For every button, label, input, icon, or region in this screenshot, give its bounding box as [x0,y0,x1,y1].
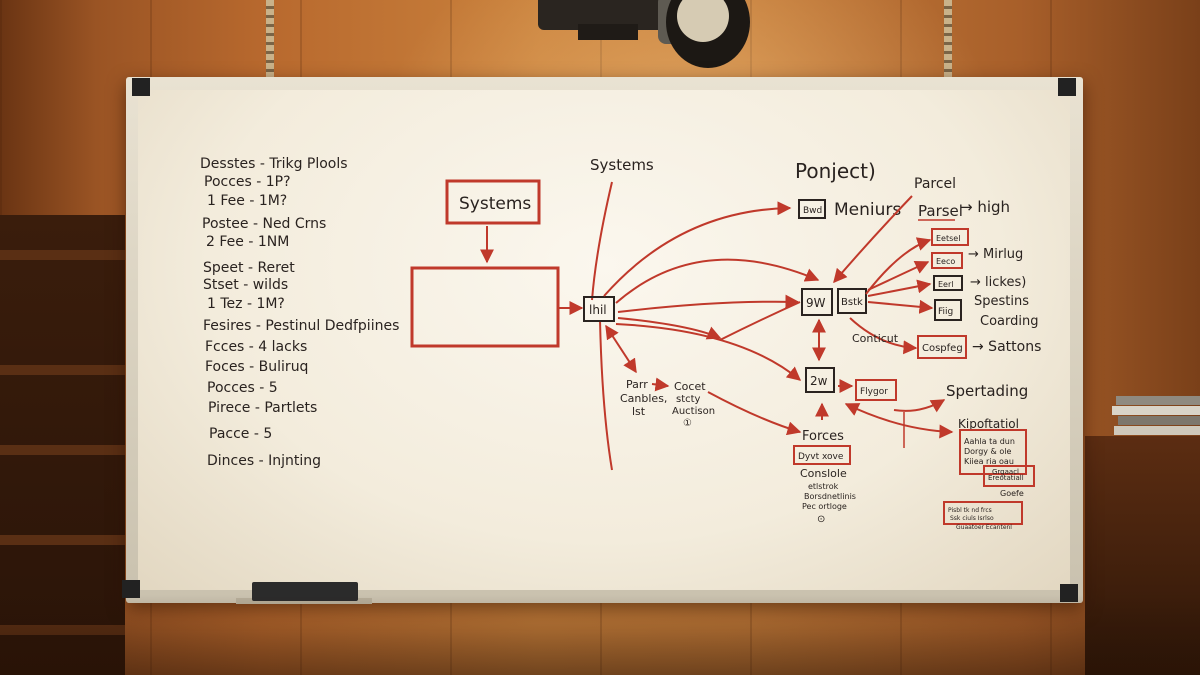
list-item: Pocces - 5 [207,380,278,396]
small-box-label: Eetsel [936,234,960,243]
left-list: Desstes - Trikg Plools Pocces - 1P? 1 Fe… [200,156,399,469]
list-item: Fesires - Pestinul Dedfpiines [203,318,399,334]
node-a [801,288,833,316]
list-item: Fcces - 4 lacks [205,339,307,355]
lower-note-right: stcty [676,394,701,405]
lower-note-right: Cocet [674,380,706,393]
empty-box [410,266,560,348]
project-heading: Ponject) [795,159,876,183]
console-line: ⊙ [817,514,825,525]
menu-label: Meniurs [834,200,901,220]
report-sub-box [983,465,1035,487]
list-item: 1 Fee - 1M? [207,193,287,209]
node-c-label: 2w [810,374,828,388]
forces-box [793,445,851,465]
list-item: Pirece - Partlets [208,400,317,416]
node-b [837,288,867,314]
report-heading: Kipoftatiol [958,417,1019,431]
parcel-top: Parcel [914,176,956,192]
bottom-box-line: Ssk ciuls Isrlso [950,515,994,522]
lower-note: Canbles, [620,392,667,405]
node-b-label: Bstk [841,297,863,308]
hub-node [583,296,615,322]
parcel-label: Parsel [918,202,963,220]
list-item: Desstes - Trikg Plools [200,156,348,172]
report-line: Dorgy & ole [964,447,1011,456]
whiteboard-surface [138,90,1070,590]
corner-clip [122,580,140,598]
list-item: Foces - Buliruq [205,359,308,375]
small-box-label: Eeco [936,257,955,266]
hub-node-label: lhil [589,303,607,317]
small-box [931,252,963,269]
small-box [931,228,969,246]
bottom-box-line: Guaatoer Ecantenl [956,524,1012,531]
book-stack [1112,396,1200,435]
coppfeg-box-label: Cospfeg [922,343,963,354]
report-line: Aahla ta dun [964,437,1015,446]
forces-box-label: Dyvt xove [798,452,844,462]
list-item: Dinces - Injnting [207,453,321,469]
report-line: Grgaacl [992,468,1019,476]
systems-heading: Systems [590,156,654,174]
coppfeg-box [917,335,967,359]
lamp-icon [538,0,750,68]
systems-box-label: Systems [459,194,531,214]
list-item: Pacce - 5 [209,426,272,442]
lower-note: Parr [626,378,648,391]
lower-note: lst [632,405,646,418]
list-item: Postee - Ned Crns [202,216,326,232]
small-box-label: Fiig [938,307,953,317]
corner-clip [132,78,150,96]
list-item: Speet - Reret [203,260,295,276]
forces-label: Forces [802,429,844,444]
flyger-box-label: Flygor [860,387,888,397]
node-a-label: 9W [806,296,826,310]
list-item: 2 Fee - 1NM [206,234,289,250]
chain-icon [266,0,274,88]
small-label: → lickes) [970,275,1026,290]
corner-clip [1058,78,1076,96]
spending-label: Spertading [946,382,1028,400]
coppfeg-label: → Sattons [972,339,1041,355]
bottom-box-line: Pisbl tk nd frcs [948,507,992,514]
menu-box-label: Bwd [803,206,822,216]
report-line: Kiiea ria oau [964,457,1014,466]
small-label: → Mirlug [968,247,1023,262]
small-label: Coarding [980,314,1038,329]
console-line: Borsdnetlinis [804,492,856,501]
list-item: 1 Tez - 1M? [207,296,285,312]
node-c [805,367,835,393]
bottom-box [943,501,1023,525]
report-box [959,429,1027,475]
report-line: Ereotatiall [988,474,1024,482]
chain-icon [944,0,952,88]
systems-box [445,179,541,225]
lower-note-right: Auctison [672,406,715,417]
console-line: Conslole [800,467,847,480]
list-item: Stset - wilds [203,277,288,293]
menu-box [798,199,826,219]
console-line: etlstrok [808,482,839,491]
report-line: Goefe [1000,489,1024,498]
small-box [933,275,963,291]
small-label: Spestins [974,294,1029,309]
parcel-arrow: → high [960,198,1010,216]
floor-shadow [0,595,1200,675]
console-line: Pec ortloge [802,502,847,511]
flyger-box [855,379,897,401]
lower-note-right: ① [683,418,692,429]
contact-label: Conticut [852,332,899,345]
small-box-label: Eerl [938,280,954,289]
list-item: Pocces - 1P? [204,174,291,190]
small-box [934,299,962,321]
